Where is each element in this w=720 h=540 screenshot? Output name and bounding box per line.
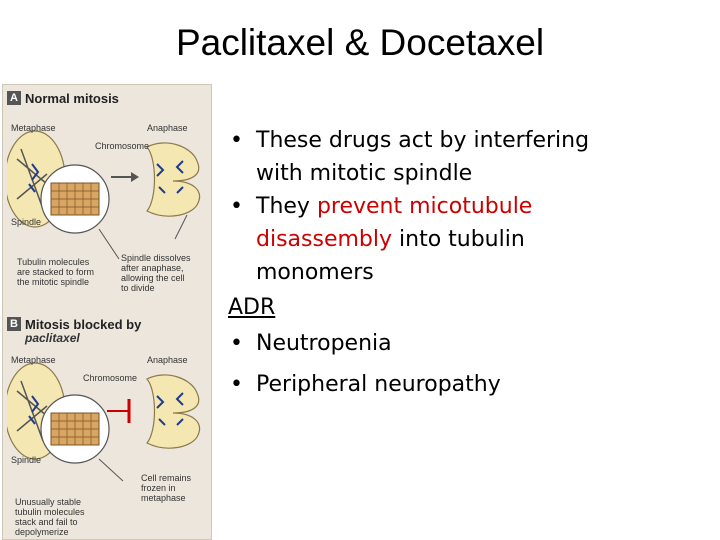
dissolve-note: Spindle dissolves after anaphase, allowi…: [121, 253, 191, 293]
bullet-item: • Neutropenia: [228, 327, 708, 360]
panel-b-tag: B: [7, 317, 21, 331]
blocked-mitosis-illustration: [7, 362, 201, 482]
stable-note-line: Unusually stable: [15, 497, 82, 507]
frozen-note: Cell remains frozen in metaphase: [141, 473, 191, 503]
bullet-text: They prevent micotubule: [256, 190, 708, 223]
panel-a-heading: Normal mitosis: [25, 90, 119, 106]
panel-normal-mitosis: A Normal mitosis Metaphase Anaphase Chro…: [7, 89, 209, 309]
stable-note-line: tubulin molecules: [15, 507, 85, 517]
bullet-text: monomers: [256, 260, 374, 285]
panel-a-header: A Normal mitosis: [7, 89, 119, 107]
bullet-list: • These drugs act by interfering with mi…: [228, 124, 708, 401]
bullet-text: with mitotic spindle: [256, 161, 473, 186]
label-chromosome: Chromosome: [95, 141, 150, 151]
bullet-marker: •: [230, 331, 243, 356]
dissolve-note-line: after anaphase,: [121, 263, 184, 273]
bullet-text-part: into tubulin: [392, 227, 525, 252]
highlight-text: disassembly: [256, 227, 393, 252]
dissolve-note-line: Spindle dissolves: [121, 253, 191, 263]
tubulin-note-line: are stacked to form: [17, 267, 95, 277]
mitosis-figure: A Normal mitosis Metaphase Anaphase Chro…: [2, 84, 212, 540]
stable-note-line: depolymerize: [15, 527, 69, 537]
adr-heading: ADR: [228, 295, 276, 320]
dissolve-note-line: to divide: [121, 283, 155, 293]
slide-title: Paclitaxel & Docetaxel: [175, 22, 545, 63]
stable-note: Unusually stable tubulin molecules stack…: [15, 497, 85, 537]
bullet-marker: •: [230, 372, 243, 397]
label-anaphase: Anaphase: [147, 123, 188, 133]
bullet-marker: •: [230, 194, 243, 219]
frozen-note-line: metaphase: [141, 493, 186, 503]
bullet-text: These drugs act by interfering: [256, 128, 590, 153]
tubulin-note-line: the mitotic spindle: [17, 277, 90, 287]
panel-b-drug-name: paclitaxel: [25, 331, 80, 345]
tubulin-note-line: Tubulin molecules: [17, 257, 90, 267]
panel-b-header: B Mitosis blocked by: [7, 315, 141, 333]
stable-note-line: stack and fail to: [15, 517, 78, 527]
bullet-marker: •: [230, 128, 243, 153]
label-metaphase: Metaphase: [11, 123, 56, 133]
frozen-note-line: Cell remains: [141, 473, 192, 483]
bullet-item: • They prevent micotubule disassembly in…: [228, 190, 708, 289]
label-spindle: Spindle: [11, 455, 42, 465]
bullet-text-part: They: [256, 194, 317, 219]
normal-mitosis-illustration: [7, 130, 201, 260]
frozen-note-line: frozen in: [141, 483, 176, 493]
bullet-item: • These drugs act by interfering with mi…: [228, 124, 708, 190]
label-spindle: Spindle: [11, 217, 42, 227]
highlight-text: prevent micotubule: [316, 194, 533, 219]
panel-b-heading: Mitosis blocked by: [25, 316, 142, 332]
bullet-text: disassembly into tubulin: [256, 223, 708, 256]
panel-a-tag: A: [7, 91, 21, 105]
tubulin-note: Tubulin molecules are stacked to form th…: [17, 257, 94, 287]
panel-mitosis-blocked: B Mitosis blocked by paclitaxel Metaphas…: [7, 315, 209, 537]
label-anaphase: Anaphase: [147, 355, 188, 365]
label-metaphase: Metaphase: [11, 355, 56, 365]
bullet-text: Neutropenia: [256, 331, 392, 356]
dissolve-note-line: allowing the cell: [121, 273, 185, 283]
bullet-item: • Peripheral neuropathy: [228, 368, 708, 401]
bullet-text: Peripheral neuropathy: [256, 372, 501, 397]
label-chromosome: Chromosome: [83, 373, 138, 383]
